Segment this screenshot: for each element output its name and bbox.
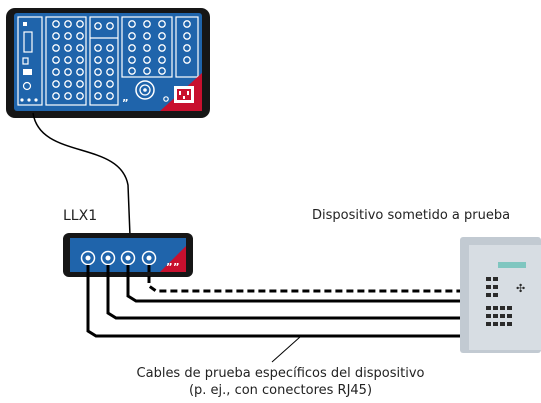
label-pointer: [271, 336, 301, 363]
svg-text:”: ”: [122, 98, 129, 109]
ethernet-cable: [32, 112, 131, 237]
svg-text:✣: ✣: [516, 282, 525, 295]
device-under-test: ✣: [460, 237, 541, 353]
dut-label: Dispositivo sometido a prueba: [312, 208, 511, 223]
svg-text:”: ”: [173, 262, 180, 273]
cables-sublabel: (p. ej., con conectores RJ45): [188, 383, 373, 398]
svg-text:”: ”: [166, 262, 173, 273]
cables-label: Cables de prueba específicos del disposi…: [136, 366, 425, 381]
test-cables: [86, 265, 462, 338]
test-set-device: ”: [6, 8, 210, 118]
llx1-label: LLX1: [63, 208, 98, 224]
